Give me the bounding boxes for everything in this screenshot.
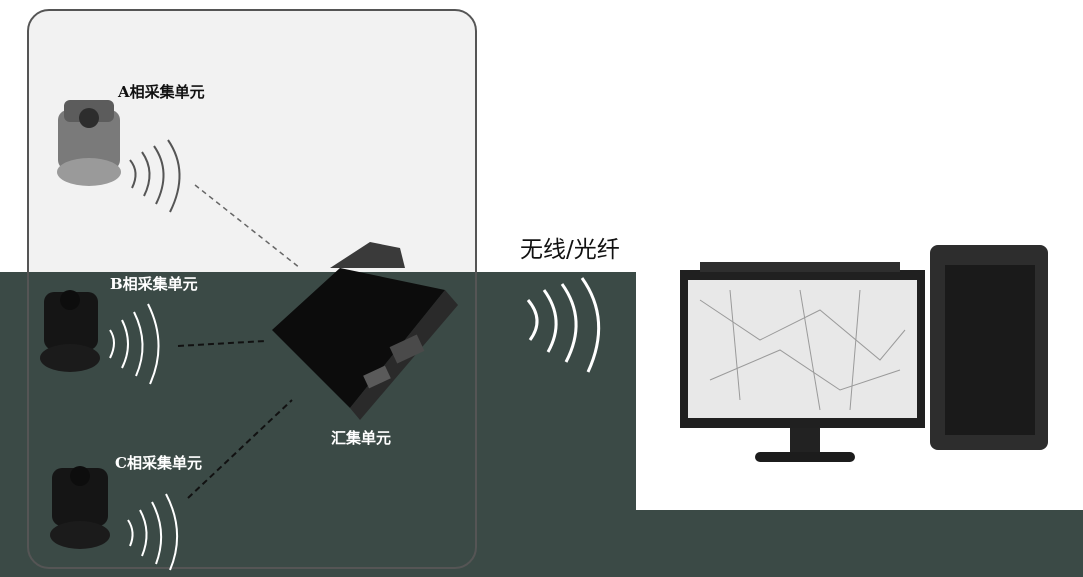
hub-unit-icon: [272, 268, 458, 420]
dashed-link-b: [177, 340, 266, 347]
dashed-link-a: [194, 184, 301, 269]
unit-a-label: A相采集单元: [118, 83, 205, 101]
unit-c-label: C相采集单元: [115, 454, 202, 472]
wireless-waves-b-icon: [109, 303, 160, 385]
hub-label: 汇集单元: [331, 429, 392, 447]
wireless-waves-link-icon: [526, 277, 601, 373]
wireless-waves-c-icon: [127, 493, 179, 571]
dashed-link-c: [187, 399, 293, 499]
link-type-label: 无线/光纤: [520, 237, 620, 263]
collection-panel-frame: [27, 9, 477, 569]
computer-icon: [680, 245, 1048, 462]
wireless-waves-a-icon: [129, 139, 181, 213]
hub-solar-tip: [330, 242, 405, 268]
device-c-icon: [50, 466, 110, 549]
unit-b-label: B相采集单元: [110, 275, 198, 293]
device-a-icon: [57, 100, 121, 186]
device-b-icon: [40, 290, 100, 372]
